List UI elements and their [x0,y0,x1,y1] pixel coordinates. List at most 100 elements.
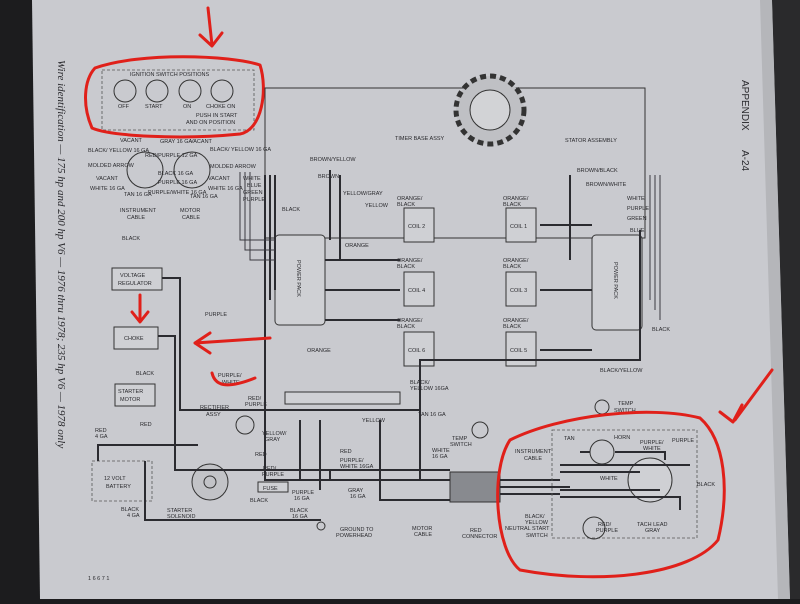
diagram-label: BROWN/YELLOW [310,157,356,163]
red-arrow-annotation-4 [130,293,150,324]
diagram-label: YELLOW [525,520,549,526]
diagram-label: SWITCH [526,533,548,539]
diagram-label: 16 GA [350,494,366,500]
diagram-label: WHITE [432,448,450,454]
diagram-label: PURPLE [262,472,284,478]
diagram-label: MOTOR [412,526,432,532]
starter-motor: STARTER MOTOR [114,383,156,407]
red-arrow-annotation-2 [718,368,774,424]
diagram-label: ORANGE/ [397,258,423,264]
diagram-label: ORANGE [307,348,331,354]
diagram-label: TAN 16 GA [190,194,218,200]
diagram-label: REGULATOR [118,281,152,287]
diagram-label: HORN [614,435,630,441]
red-arrow-annotation-3 [193,331,272,355]
diagram-label: PURPLE [627,206,649,212]
power-pack-right: POWER PACK [591,234,643,331]
diagram-label: 12 VOLT [104,476,126,482]
page-number: A-24 [739,150,750,172]
diagram-label: NEUTRAL START [505,526,550,532]
diagram-label: RED [95,428,107,434]
diagram-label: RED [140,422,152,428]
diagram-label: CONNECTOR [462,534,497,540]
diagram-label: SOLENOID [167,514,195,520]
connectors: VACANT GRAY 16 GA BLACK/ YELLOW 16 GA RE… [88,138,271,221]
diagram-label: VACANT [208,176,231,182]
diagram-label: BLACK [282,207,300,213]
diagram-label: 4 GA [127,513,140,519]
diagram-label: PURPLE [205,312,227,318]
diagram-label: SWITCH [450,442,472,448]
diagram-label: PURPLE/ [340,458,364,464]
diagram-label: GRAY [265,437,281,443]
diagram-label: COIL 4 [408,288,425,294]
diagram-label: STATOR ASSEMBLY [565,138,617,144]
motor-cable-label: MOTOR [180,208,200,214]
diagram-label: TEMP [618,401,634,407]
terminal-strip [284,391,401,405]
diagram-label: BLACK [397,264,415,270]
diagram-label: MOLDED ARROW [210,164,257,170]
diagram-label: RED [470,528,482,534]
power-pack-left: POWER PACK [274,234,326,326]
diagram-label: 4 GA [95,434,108,440]
diagram-label: CABLE [182,215,200,221]
diagram-label: WHITE [243,176,261,182]
diagram-label: YELLOW 16GA [410,386,449,392]
diagram-label: COIL 2 [408,224,425,230]
diagram-label: BLACK 16 GA [158,171,193,177]
diagram-label: COIL 1 [510,224,527,230]
diagram-label: ASSY [206,412,221,418]
diagram-label: RECTIFIER [200,405,229,411]
diagram-label: PURPLE [672,438,694,444]
diagram-label: PURPLE/WHITE 16 GA [148,190,207,196]
diagram-label: BLACK [697,482,715,488]
diagram-label: SWITCH [614,408,636,414]
diagram-label: TAN 16 GA [124,192,152,198]
diagram-label: PURPLE 16 GA [158,180,197,186]
diagram-label: CABLE [414,532,432,538]
diagram-label: 16 GA [292,514,308,520]
timer-stator: TIMER BASE ASSY STATOR ASSEMBLY [264,73,646,239]
battery: 12 VOLT BATTERY [91,460,153,502]
diagram-label: BLACK [503,324,521,330]
diagram-label: ORANGE/ [397,196,423,202]
position-off: OFF [118,104,130,110]
diagram-label: BLACK/YELLOW [600,368,643,374]
instrument-panel-detail: TAN HORN PURPLE/WHITE PURPLE INSTRUMENTC… [505,429,715,540]
diagram-label: YELLOW/ [262,431,287,437]
position-start: START [145,104,163,110]
diagram-label: YELLOW [365,203,389,209]
diagram-label: BLACK/ YELLOW 16 GA [210,147,271,153]
diagram-label: PURPLE [243,197,265,203]
diagram-label: CHOKE [124,336,144,342]
diagram-label: BLACK [122,236,140,242]
fuse [257,481,289,493]
diagram-label: BLACK/ YELLOW 16 GA [88,148,149,154]
position-on: ON [183,104,191,110]
appendix-label: APPENDIX [739,80,750,131]
instrument-cable-label: INSTRUMENT [120,208,157,214]
diagram-label: TAN [564,436,575,442]
ignition-title: IGNITION SWITCH POSITIONS [130,72,209,78]
diagram-label: MOLDED ARROW [88,163,135,169]
diagram-label: 16 GA [294,496,310,502]
diagram-label: RED [255,452,267,458]
diagram-label: ORANGE/ [503,196,529,202]
figure-caption: Wire identification — 175 hp and 200 hp … [55,60,67,448]
diagram-label: GRAY [645,528,661,534]
diagram-label: RED [340,449,352,455]
diagram-label: WHITE [643,446,661,452]
diagram-label: CABLE [127,215,145,221]
diagram-label: BLACK [503,202,521,208]
diagram-label: WHITE 16GA [340,464,374,470]
diagram-label: RED/ [248,396,262,402]
diagram-label: INSTRUMENT [515,449,552,455]
diagram-label: BLACK [652,327,670,333]
diagram-label: PURPLE/ [218,373,242,379]
diagram-label: PURPLE [292,490,314,496]
diagram-label: YELLOW [362,418,386,424]
diagram-label: BLACK [250,498,268,504]
diagram-label: PURPLE/ [640,440,664,446]
diagram-label: BLACK [397,324,415,330]
